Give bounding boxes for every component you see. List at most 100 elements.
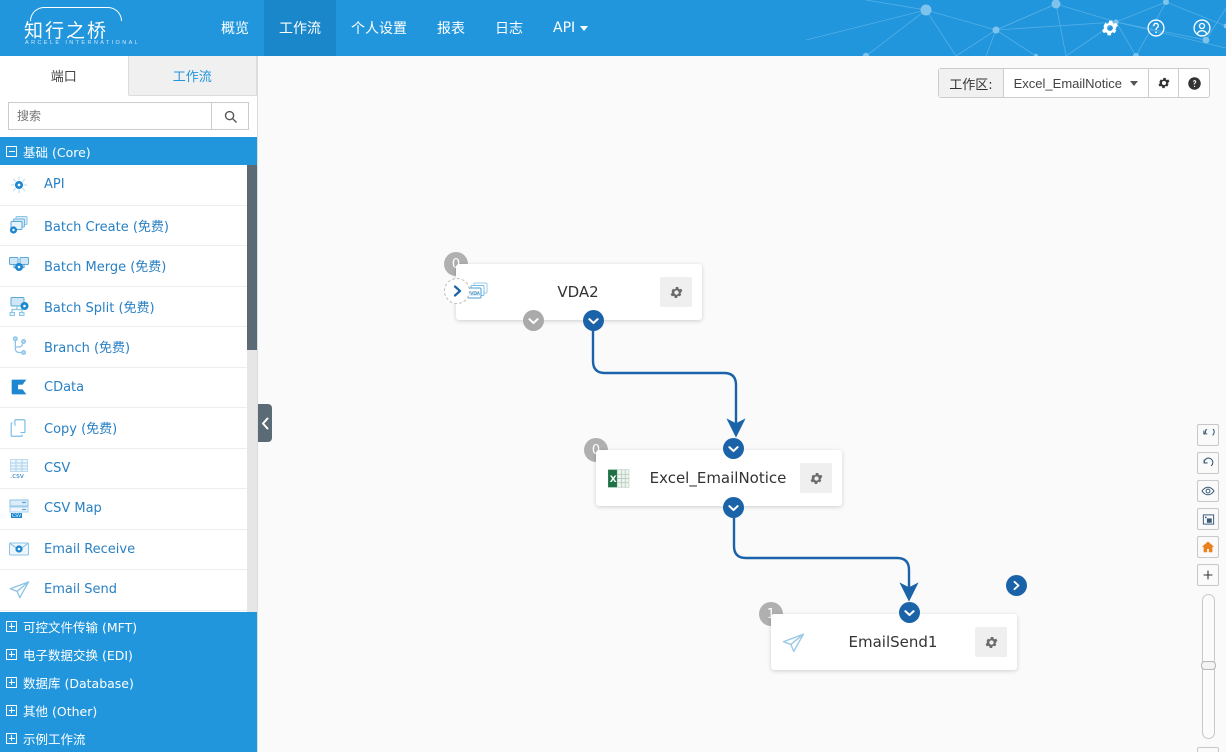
sidebar-item-email-receive[interactable]: Email Receive [0,529,257,570]
excel-icon: X [596,466,640,491]
batch-merge-icon [6,253,32,279]
node-settings-button-emailsend1[interactable] [975,627,1007,657]
fit-screen-button[interactable] [1197,508,1219,530]
chevron-down-icon [728,504,739,511]
gear-icon [670,286,682,298]
chevron-down-icon [904,609,915,616]
chevron-right-icon [453,285,461,297]
nav-label: 个人设置 [351,21,407,37]
preview-button[interactable] [1197,480,1219,502]
zoom-in-button[interactable] [1197,564,1219,586]
svg-text:.csv: .csv [10,472,24,480]
eye-icon [1201,486,1215,496]
node-input-port-emailsend1[interactable] [899,602,920,623]
nav-item-personal-settings[interactable]: 个人设置 [336,0,422,56]
home-icon [1201,541,1215,553]
batch-split-icon [6,293,32,319]
sidebar-item-email-send[interactable]: Email Send [0,570,257,611]
search-input[interactable] [8,102,211,130]
copy-icon [6,415,32,441]
sidebar-search-row [0,96,257,137]
workspace-bar: 工作区: Excel_EmailNotice [938,68,1210,98]
node-output-port-gray-vda2[interactable] [523,310,544,331]
sidebar-item-label: CSV Map [44,501,102,517]
left-sidebar: 端口 工作流 基础 (Core) API [0,56,258,752]
tab-ports[interactable]: 端口 [0,56,129,96]
sidebar-item-batch-merge[interactable]: Batch Merge (免费) [0,246,257,287]
gear-icon [810,472,822,484]
gear-icon[interactable] [1100,18,1120,38]
chevron-down-icon [588,317,599,324]
node-input-port-excel[interactable] [723,438,744,459]
nav-item-api[interactable]: API [538,0,603,56]
node-emailsend1[interactable]: EmailSend1 [771,614,1017,670]
tab-label: 端口 [50,70,77,85]
sidebar-item-label: API [44,177,65,193]
sidebar-category-examples[interactable]: 示例工作流 [0,724,257,752]
home-button[interactable] [1197,536,1219,558]
node-settings-button-vda2[interactable] [660,277,692,307]
vda-stack-icon: VDA [456,280,500,304]
nav-item-reports[interactable]: 报表 [422,0,480,56]
collapse-box-icon [6,145,17,157]
undo-button[interactable] [1197,452,1219,474]
zoom-slider-thumb[interactable] [1200,661,1216,670]
workflow-canvas[interactable]: 工作区: Excel_EmailNotice 0 [258,56,1226,752]
search-icon [224,110,237,123]
cdata-icon [6,374,32,400]
sidebar-category-other[interactable]: 其他 (Other) [0,696,257,724]
node-vda2[interactable]: VDA VDA2 [456,264,702,320]
expand-box-icon [6,648,17,660]
node-output-port-excel[interactable] [723,497,744,518]
sidebar-item-api[interactable]: API [0,165,257,206]
sidebar-item-batch-split[interactable]: Batch Split (免费) [0,286,257,327]
node-title-vda2: VDA2 [557,283,599,301]
workspace-settings-button[interactable] [1149,69,1179,97]
node-settings-button-excel[interactable] [800,463,832,493]
refresh-button[interactable] [1197,424,1219,446]
nav-label: 工作流 [279,21,321,37]
sidebar-item-cdata[interactable]: CData [0,367,257,408]
chevron-down-icon [580,25,589,31]
node-output-port-vda2[interactable] [583,310,604,331]
sidebar-category-edi[interactable]: 电子数据交换 (EDI) [0,640,257,668]
sidebar-category-database[interactable]: 数据库 (Database) [0,668,257,696]
nav-label: API [553,20,576,36]
help-circle-icon[interactable] [1146,18,1166,38]
node-output-port-emailsend1[interactable] [1006,575,1027,596]
paper-plane-icon [771,630,815,655]
workspace-select[interactable]: Excel_EmailNotice [1004,69,1149,97]
batch-create-icon [6,212,32,238]
sidebar-item-csv-map[interactable]: CSV CSV Map [0,489,257,530]
sidebar-collapse-handle[interactable] [258,404,272,442]
node-input-port-vda2[interactable] [444,278,470,304]
user-circle-icon[interactable] [1192,18,1212,38]
zoom-out-button[interactable] [1197,747,1219,752]
chevron-down-icon [728,445,739,452]
chevron-left-icon [261,417,268,429]
tab-workflows[interactable]: 工作流 [128,56,257,95]
sidebar-item-csv[interactable]: .csv CSV [0,448,257,489]
csv-icon: .csv [6,455,32,481]
node-title-excel: Excel_EmailNotice [649,469,787,487]
sidebar-item-batch-create[interactable]: Batch Create (免费) [0,205,257,246]
node-excel-emailnotice[interactable]: X Excel_EmailNotice [596,450,842,506]
workspace-help-button[interactable] [1179,69,1209,97]
zoom-slider[interactable] [1200,594,1216,739]
search-button[interactable] [211,102,249,130]
nav-item-overview[interactable]: 概览 [206,0,264,56]
sidebar-category-core[interactable]: 基础 (Core) [0,137,257,165]
sidebar-scrollbar-thumb[interactable] [247,165,257,350]
sidebar-item-copy[interactable]: Copy (免费) [0,408,257,449]
node-title-emailsend1: EmailSend1 [848,633,938,651]
nav-item-logs[interactable]: 日志 [480,0,538,56]
nav-item-workflow[interactable]: 工作流 [264,0,336,56]
sidebar-item-label: CSV [44,460,71,476]
category-label: 数据库 (Database) [23,675,134,691]
nav-menu: 概览 工作流 个人设置 报表 日志 API [206,0,603,56]
sidebar-scrollbar-track[interactable] [247,165,257,636]
app-logo[interactable]: 知行之桥 ARCELE INTERNATIONAL [16,6,141,50]
logo-english-text: ARCELE INTERNATIONAL [25,40,141,46]
sidebar-item-branch[interactable]: Branch (免费) [0,327,257,368]
sidebar-category-mft[interactable]: 可控文件传输 (MFT) [0,612,257,640]
